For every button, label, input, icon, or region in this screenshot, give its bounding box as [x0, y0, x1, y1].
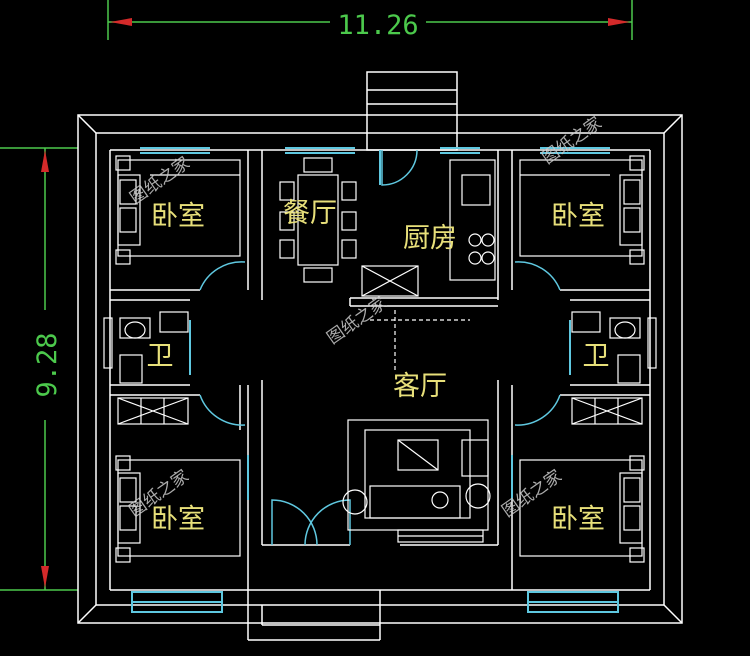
label-bedroom-top-right: 卧室 — [551, 201, 605, 232]
label-dining: 餐厅 — [283, 198, 337, 229]
label-kitchen: 厨房 — [403, 223, 457, 254]
label-bath-left: 卫 — [147, 341, 174, 372]
room-labels: 卧室 餐厅 厨房 卧室 卫 卫 客厅 卧室 卧室 — [147, 198, 610, 535]
dim-arrow-top — [41, 150, 49, 172]
interior-walls — [109, 149, 651, 641]
watermark: 图纸之家 — [324, 293, 391, 348]
height-dimension-label: 9.28 — [32, 332, 63, 397]
label-living: 客厅 — [393, 371, 447, 402]
door-swings — [199, 149, 561, 546]
furniture — [103, 155, 657, 563]
label-bath-right: 卫 — [583, 341, 610, 372]
width-dimension-label: 11.26 — [337, 10, 418, 41]
label-bedroom-bottom-right: 卧室 — [551, 504, 605, 535]
dim-arrow-bottom — [41, 566, 49, 588]
label-bedroom-top-left: 卧室 — [151, 201, 205, 232]
dim-arrow-left — [110, 18, 132, 26]
label-bedroom-bottom-left: 卧室 — [151, 504, 205, 535]
dim-arrow-right — [608, 18, 630, 26]
windows — [131, 147, 619, 613]
